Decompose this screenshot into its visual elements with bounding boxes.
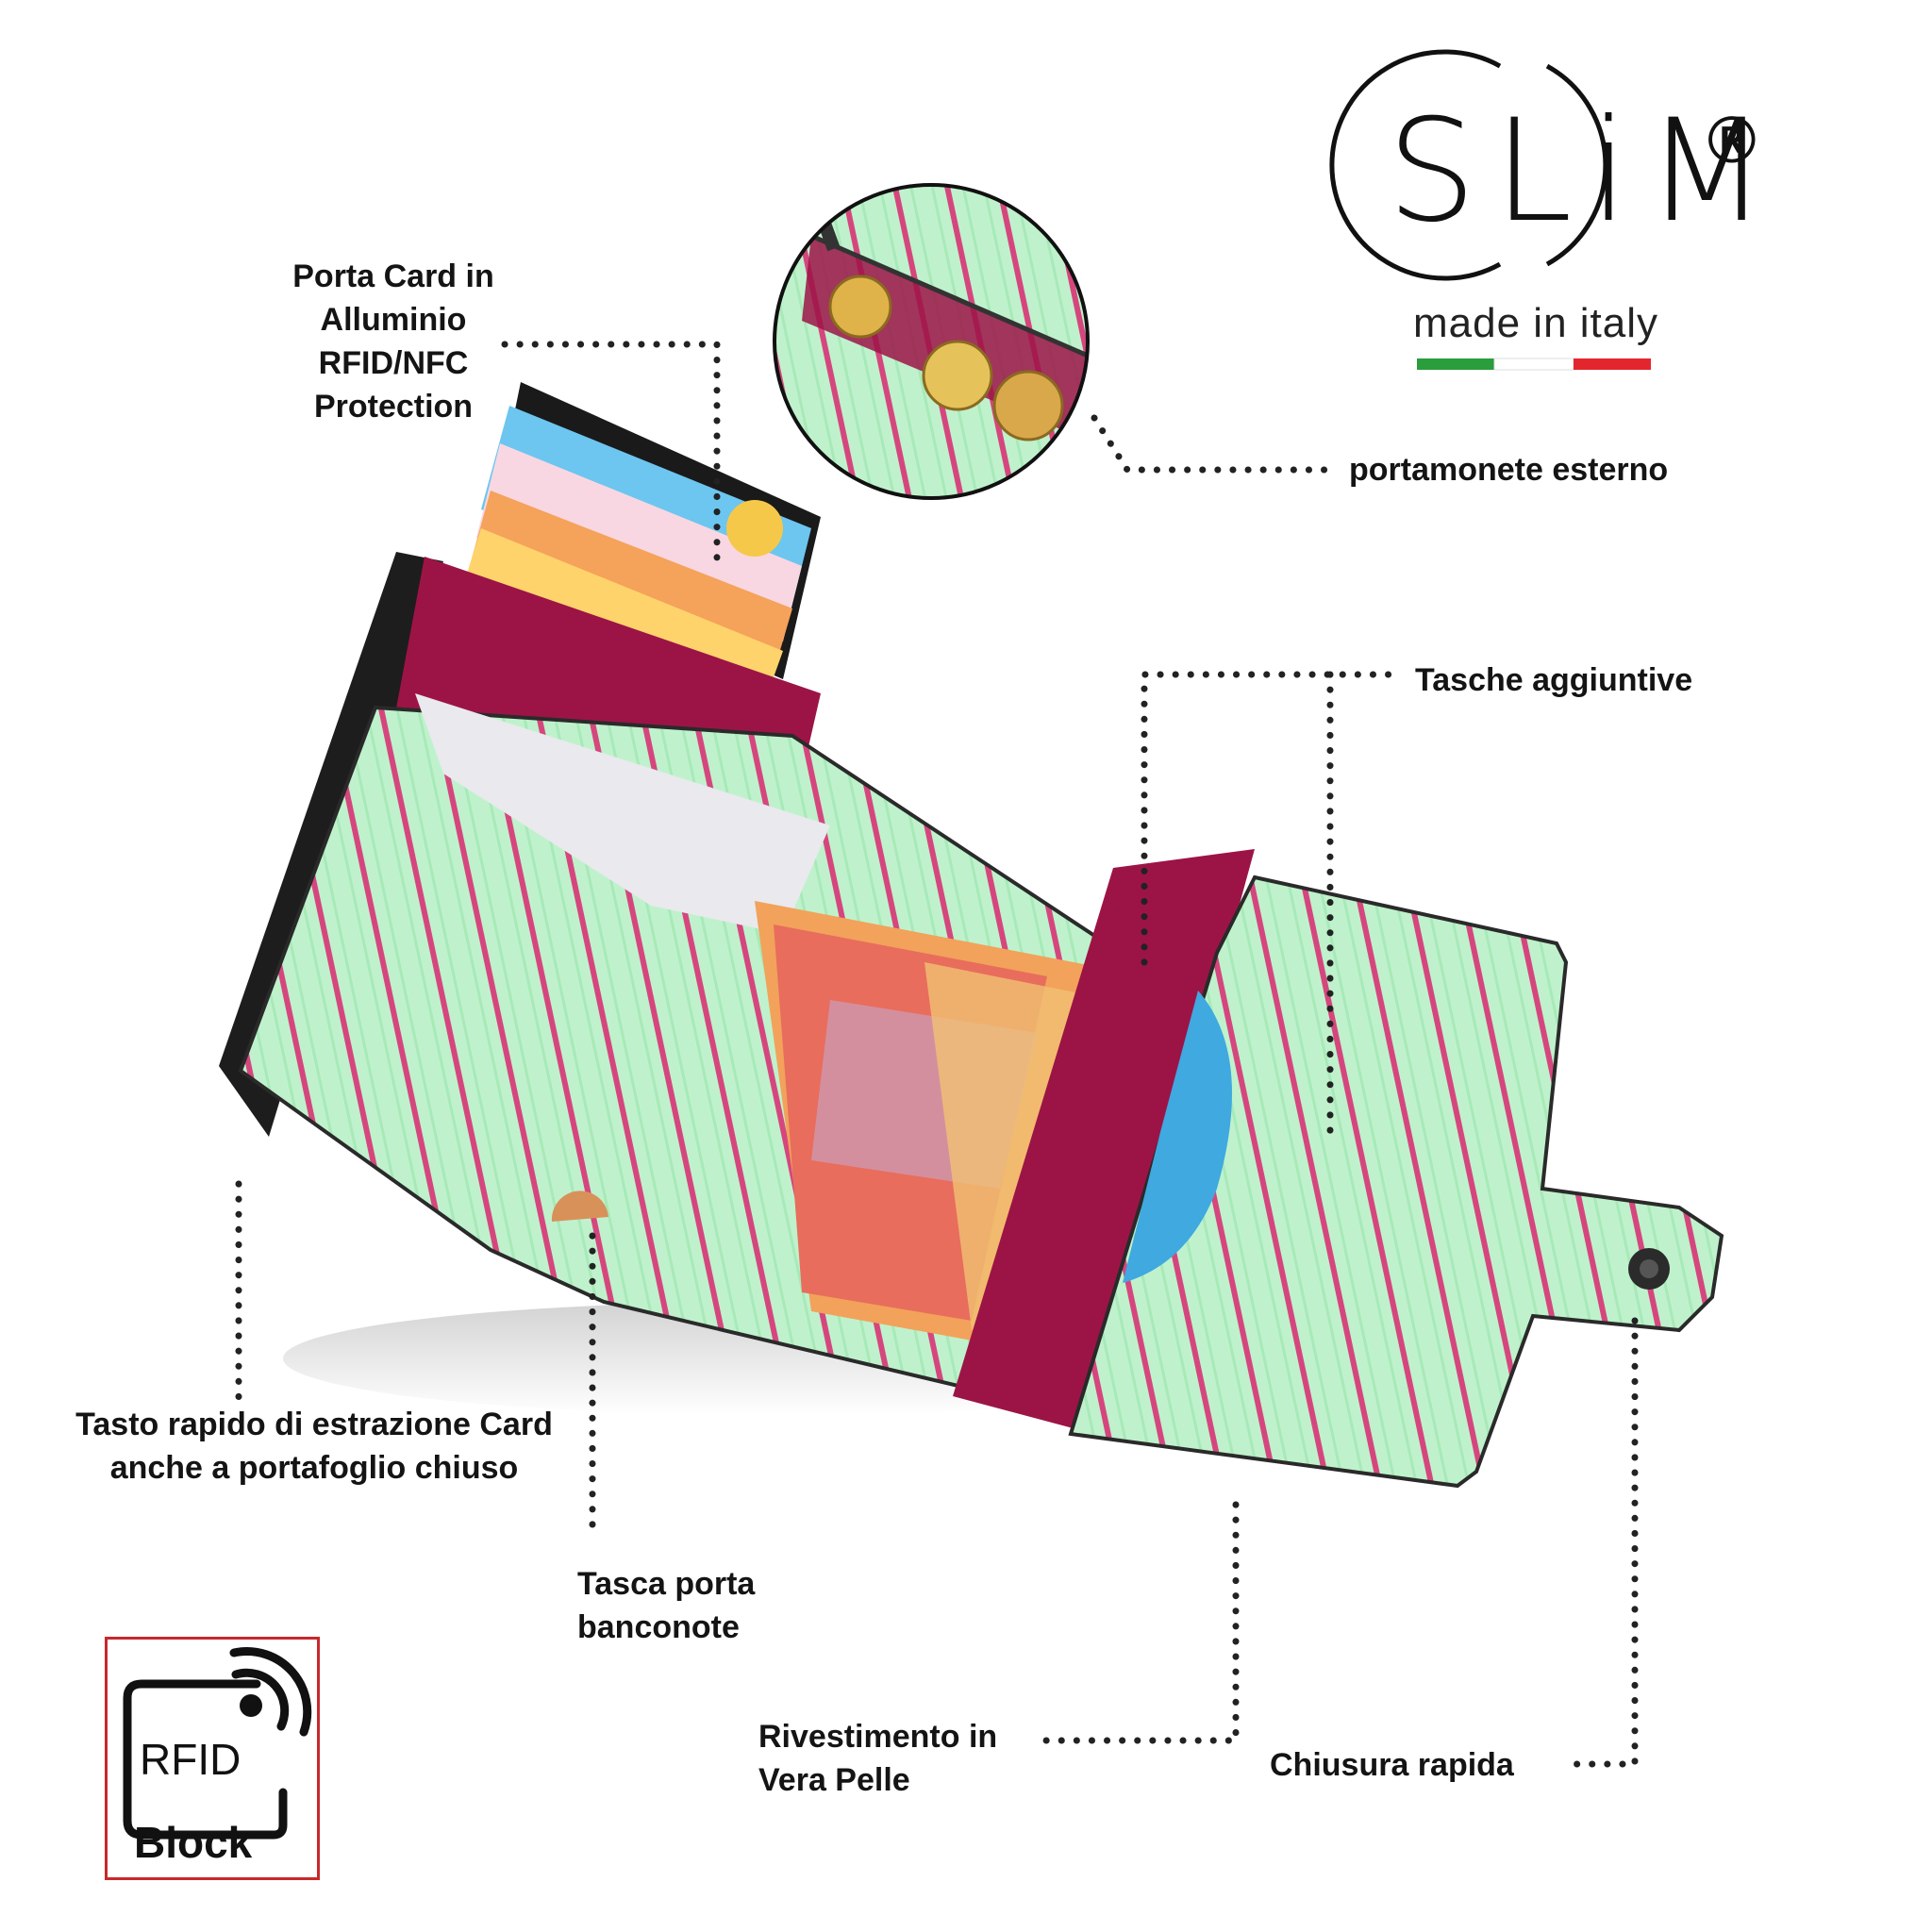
label-quick-button: Tasto rapido di estrazione Card anche a … (75, 1407, 553, 1486)
flag-green (1417, 358, 1494, 370)
rfid-badge-block: Block (134, 1818, 253, 1867)
lining-middle (953, 849, 1255, 1434)
flag-white (1493, 358, 1574, 371)
rfid-badge (105, 1637, 320, 1880)
label-card-holder: Porta Card in Alluminio RFID/NFC Protect… (292, 258, 494, 425)
eject-tab (551, 1191, 608, 1222)
label-closure: Chiusura rapida (1270, 1747, 1514, 1783)
leader-lines (235, 341, 1639, 1768)
rfid-badge-label: RFID (140, 1735, 242, 1784)
label-coin-purse: portamonete esterno (1349, 452, 1669, 488)
label-extra-pockets: Tasche aggiuntive (1415, 662, 1693, 698)
right-panel (1068, 874, 1724, 1489)
brand-tagline: made in italy (1413, 300, 1659, 346)
id-card (1123, 991, 1232, 1283)
rfid-icon (123, 1647, 312, 1840)
label-note-pocket: Tasca porta banconote (577, 1566, 756, 1645)
label-leather: Rivestimento in Vera Pelle (758, 1719, 998, 1798)
coin-purse-inset (773, 183, 1090, 500)
flag-red (1574, 358, 1651, 370)
brand-logo-text: SLiM (1387, 90, 1785, 254)
registered-mark: ® (1707, 103, 1757, 176)
brand-logo (1329, 49, 1608, 281)
card-stack (458, 382, 821, 717)
